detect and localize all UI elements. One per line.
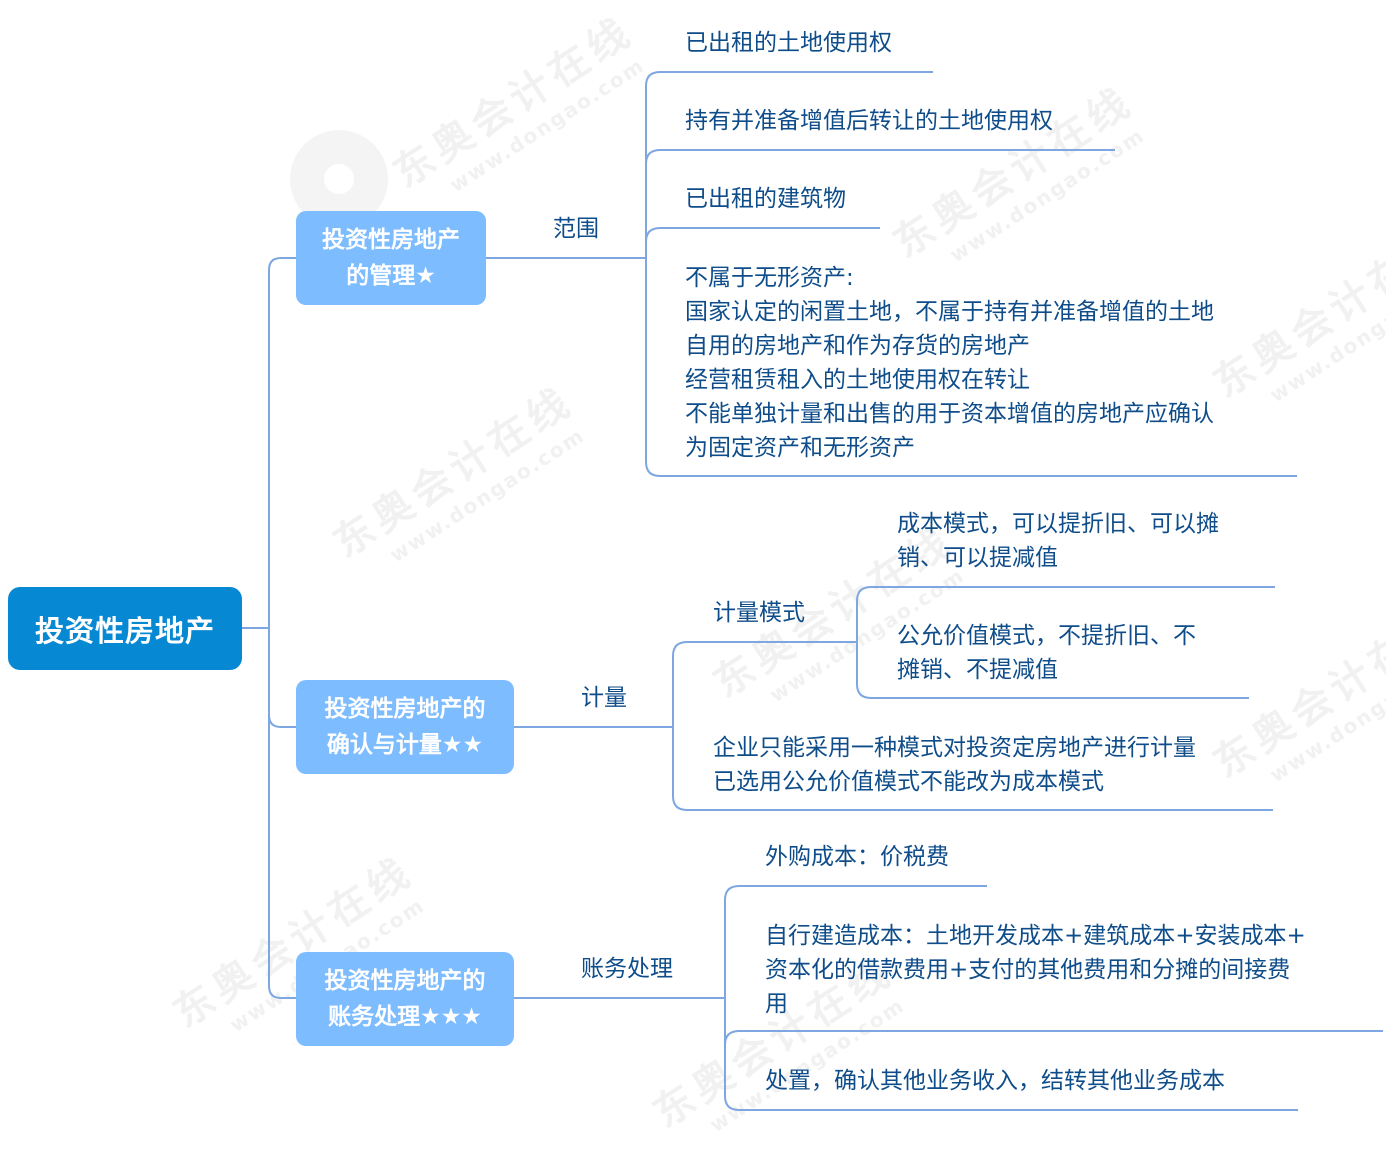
subtopic-label: 账务处理 <box>581 956 673 982</box>
item-text: 外购成本：价税费 <box>765 844 949 870</box>
subtopic-accounting[interactable]: 账务处理 <box>581 952 673 986</box>
item-text-line: 自行建造成本：土地开发成本+建筑成本+安装成本+ <box>765 923 1306 949</box>
item-text-line: 经营租赁租入的土地使用权在转让 <box>685 367 1030 393</box>
item-text-line: 用 <box>765 991 788 1017</box>
item-leased-buildings[interactable]: 已出租的建筑物 <box>685 182 846 216</box>
item-fair-value-model[interactable]: 公允价值模式，不提折旧、不 摊销、不提减值 <box>897 619 1196 687</box>
item-text-line: 已选用公允价值模式不能改为成本模式 <box>713 769 1104 795</box>
item-purchased-cost[interactable]: 外购成本：价税费 <box>765 840 949 874</box>
topic-accounting[interactable]: 投资性房地产的 账务处理★★★ <box>296 952 514 1046</box>
item-single-model-rule[interactable]: 企业只能采用一种模式对投资定房地产进行计量 已选用公允价值模式不能改为成本模式 <box>713 731 1196 799</box>
topic-management[interactable]: 投资性房地产 的管理★ <box>296 211 486 305</box>
item-text-line: 为固定资产和无形资产 <box>685 435 915 461</box>
item-text-line: 公允价值模式，不提折旧、不 <box>897 623 1196 649</box>
topic-label-line: 投资性房地产的 <box>324 696 486 722</box>
topic-label-line: 投资性房地产的 <box>324 968 486 994</box>
item-text-line: 资本化的借款费用+支付的其他费用和分摊的间接费 <box>765 957 1291 983</box>
item-text-line: 不能单独计量和出售的用于资本增值的房地产应确认 <box>685 401 1214 427</box>
item-leased-land-use-right[interactable]: 已出租的土地使用权 <box>685 26 892 60</box>
item-text-line: 企业只能采用一种模式对投资定房地产进行计量 <box>713 735 1196 761</box>
root-topic[interactable]: 投资性房地产 <box>8 587 242 670</box>
topic-label-line: 账务处理★★★ <box>328 1004 482 1030</box>
item-text-line: 摊销、不提减值 <box>897 657 1058 683</box>
subtopic-measurement[interactable]: 计量 <box>581 681 627 715</box>
item-text-line: 成本模式，可以提折旧、可以摊 <box>897 511 1219 537</box>
subtopic-measurement-model[interactable]: 计量模式 <box>713 596 805 630</box>
topic-recognition-measurement[interactable]: 投资性房地产的 确认与计量★★ <box>296 680 514 774</box>
topic-label-line: 的管理★ <box>346 263 436 289</box>
subtopic-label: 范围 <box>553 216 599 242</box>
item-disposal[interactable]: 处置，确认其他业务收入，结转其他业务成本 <box>765 1064 1225 1098</box>
root-topic-label: 投资性房地产 <box>34 613 215 648</box>
item-self-built-cost[interactable]: 自行建造成本：土地开发成本+建筑成本+安装成本+ 资本化的借款费用+支付的其他费… <box>765 919 1306 1021</box>
topic-label-line: 投资性房地产 <box>322 227 460 253</box>
item-held-for-appreciation[interactable]: 持有并准备增值后转让的土地使用权 <box>685 104 1053 138</box>
item-text-line: 销、可以提减值 <box>897 545 1058 571</box>
item-not-investment-property[interactable]: 不属于无形资产: 国家认定的闲置土地，不属于持有并准备增值的土地 自用的房地产和… <box>685 261 1214 465</box>
subtopic-scope[interactable]: 范围 <box>553 212 599 246</box>
subtopic-label: 计量模式 <box>713 600 805 626</box>
item-text-line: 自用的房地产和作为存货的房地产 <box>685 333 1030 359</box>
item-text: 已出租的建筑物 <box>685 186 846 212</box>
subtopic-label: 计量 <box>581 685 627 711</box>
item-text-line: 国家认定的闲置土地，不属于持有并准备增值的土地 <box>685 299 1214 325</box>
item-text: 处置，确认其他业务收入，结转其他业务成本 <box>765 1068 1225 1094</box>
item-text: 持有并准备增值后转让的土地使用权 <box>685 108 1053 134</box>
item-cost-model[interactable]: 成本模式，可以提折旧、可以摊 销、可以提减值 <box>897 507 1219 575</box>
topic-label-line: 确认与计量★★ <box>326 732 484 758</box>
item-text-line: 不属于无形资产: <box>685 265 854 291</box>
item-text: 已出租的土地使用权 <box>685 30 892 56</box>
